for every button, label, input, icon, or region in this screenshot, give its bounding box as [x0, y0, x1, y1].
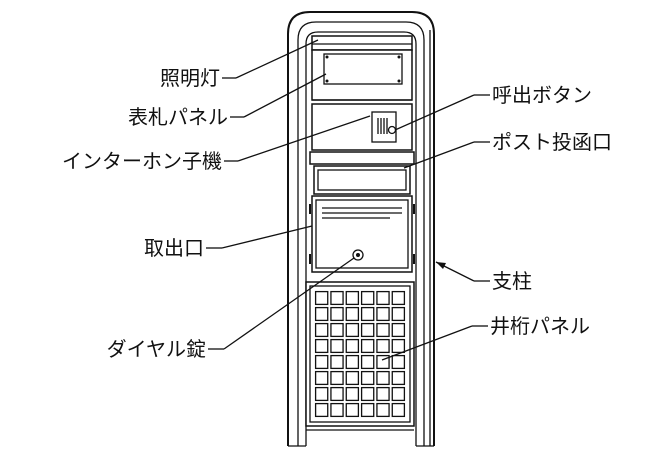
labels: 照明灯 表札パネル インターホン子機 取出口 ダイヤル錠 呼出ボタン ポスト投函… — [62, 66, 612, 361]
pillar-frame — [287, 11, 435, 447]
lighting-box — [311, 35, 413, 51]
dial-lock-icon — [352, 249, 364, 261]
retrieval-door — [309, 195, 415, 273]
label-retrieval: 取出口 — [144, 236, 204, 260]
label-nameplate: 表札パネル — [128, 105, 228, 129]
nameplate-panel — [311, 49, 413, 101]
leader-lines — [206, 39, 490, 361]
lattice-panel — [305, 281, 415, 431]
label-lattice-panel: 井桁パネル — [490, 314, 590, 338]
post-slot — [309, 151, 415, 195]
label-lighting: 照明灯 — [160, 66, 220, 90]
label-pillar: 支柱 — [492, 269, 532, 293]
label-call-button: 呼出ボタン — [492, 83, 592, 107]
label-dial-lock: ダイヤル錠 — [107, 337, 206, 361]
label-intercom: インターホン子機 — [62, 149, 222, 173]
label-post-slot: ポスト投函口 — [492, 130, 612, 154]
intercom-unit — [311, 103, 413, 151]
